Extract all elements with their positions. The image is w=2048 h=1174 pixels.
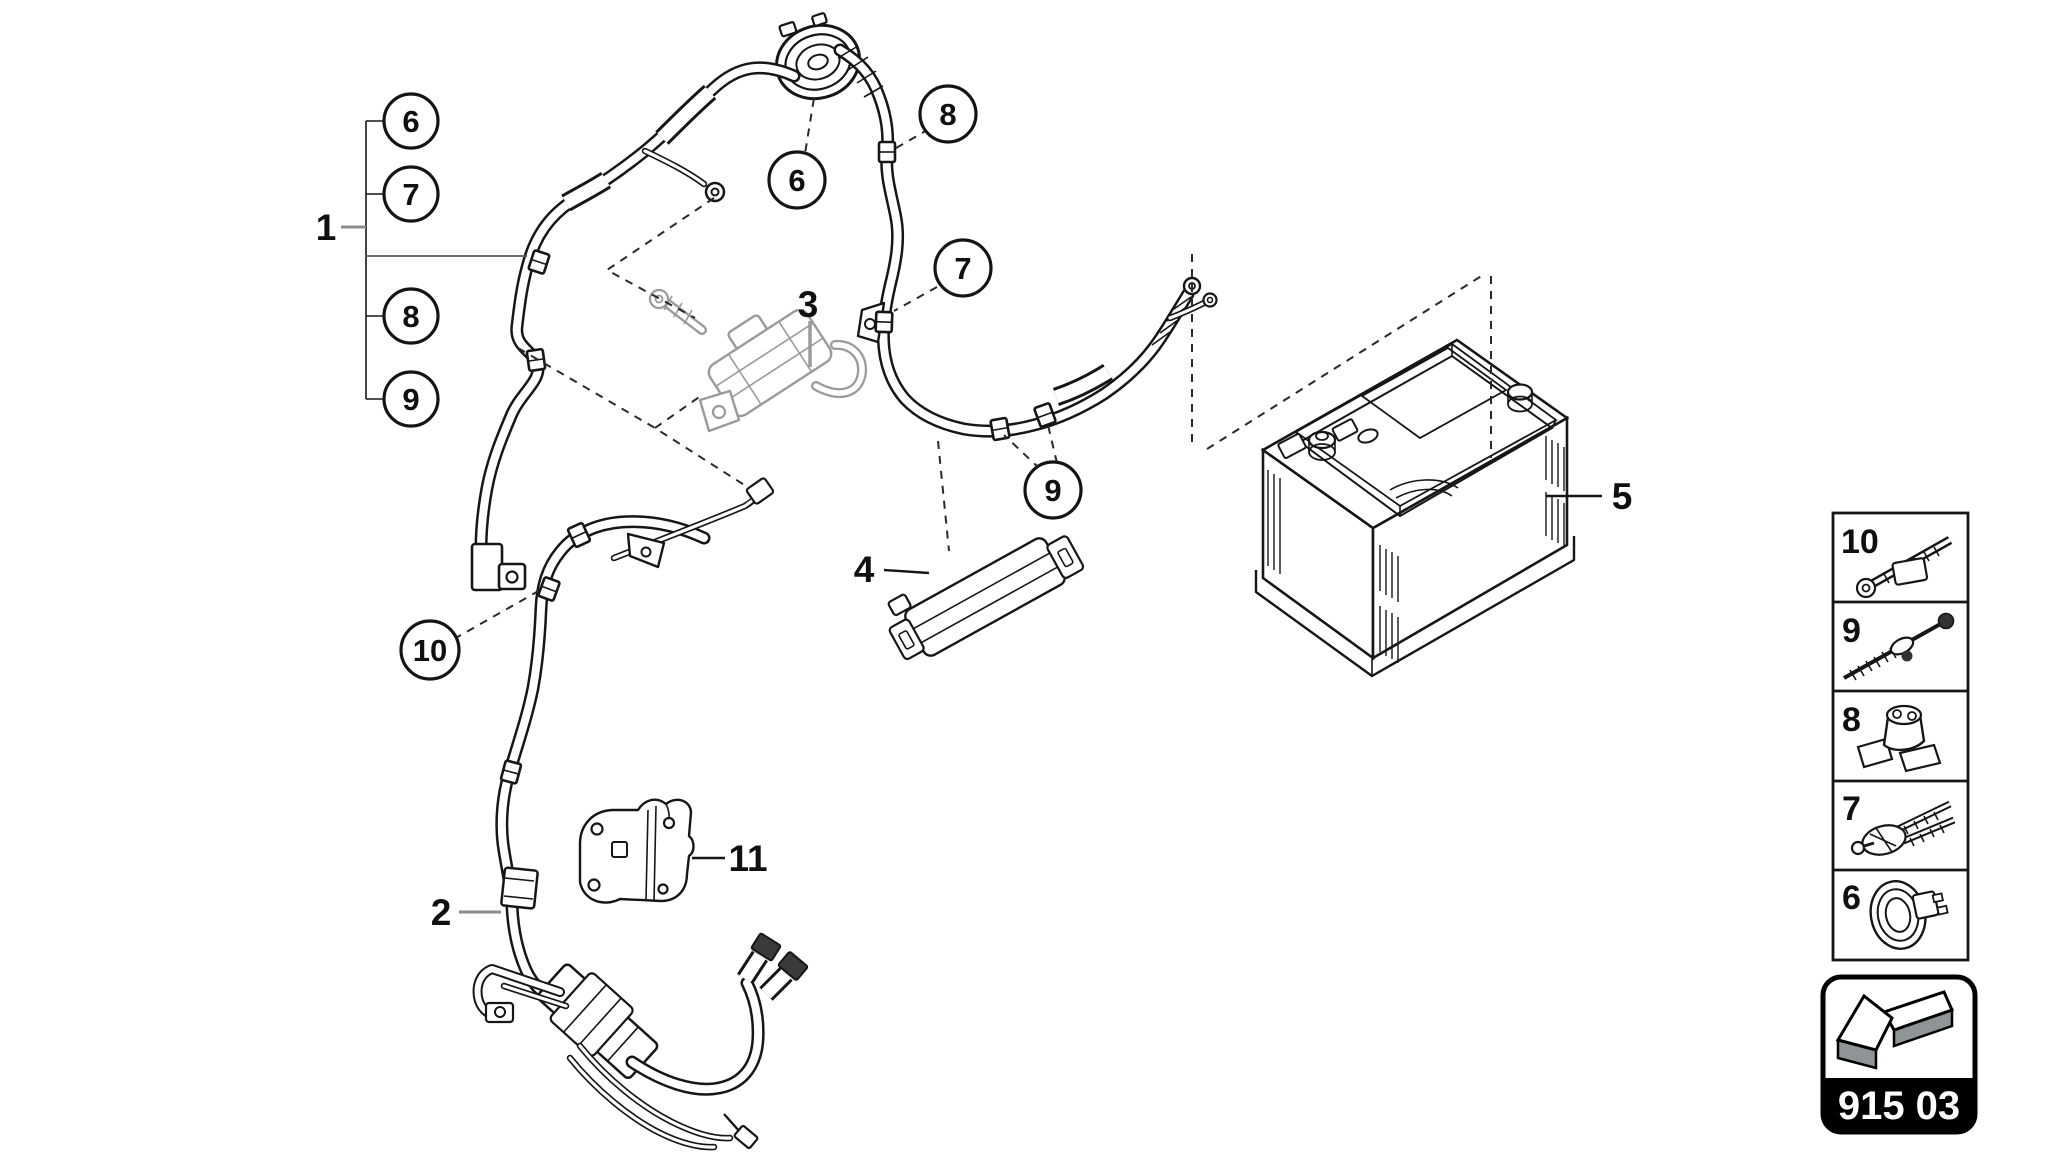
cable-clamp-icon <box>1856 704 1942 773</box>
callout-circle-7[interactable]: 7 <box>933 238 993 298</box>
svg-text:6: 6 <box>402 104 419 139</box>
battery-terminal <box>1506 383 1534 413</box>
legend-row-8[interactable]: 8 <box>1842 701 1942 773</box>
svg-text:6: 6 <box>788 163 805 198</box>
fuse-holder-ghost <box>648 288 867 433</box>
part-label-4[interactable]: 4 <box>854 549 875 590</box>
harness-main-left-branch <box>470 61 801 592</box>
svg-text:9: 9 <box>402 382 419 417</box>
callout-circle-6-left[interactable]: 6 <box>382 92 440 150</box>
svg-text:8: 8 <box>402 299 419 334</box>
callout-circle-6[interactable]: 6 <box>767 150 827 210</box>
direction-arrow-icon <box>1835 990 1955 1070</box>
wiring-harness-drawing <box>453 12 1576 1151</box>
svg-text:6: 6 <box>1842 879 1861 917</box>
svg-text:10: 10 <box>413 633 447 668</box>
callout-group-bracket <box>341 120 527 400</box>
callout-circle-9[interactable]: 9 <box>1023 460 1083 520</box>
ring-terminal <box>470 542 527 592</box>
callout-circle-7-left[interactable]: 7 <box>382 165 440 223</box>
harness-ground-cable <box>472 477 809 1151</box>
svg-text:7: 7 <box>954 251 971 286</box>
svg-text:8: 8 <box>1842 701 1861 739</box>
cable-tie-with-clip-icon <box>1855 536 1953 599</box>
svg-text:7: 7 <box>402 177 419 212</box>
battery-illustration <box>1254 338 1576 678</box>
callout-circle-10[interactable]: 10 <box>399 619 461 681</box>
battery-terminal <box>1307 430 1337 461</box>
harness-lower-cluster <box>472 932 809 1151</box>
grommet-icon <box>1869 880 1949 950</box>
part-label-5[interactable]: 5 <box>1612 476 1633 517</box>
legend-row-7[interactable]: 7 <box>1842 790 1956 859</box>
svg-text:9: 9 <box>1842 612 1861 650</box>
svg-text:10: 10 <box>1841 523 1879 561</box>
svg-text:7: 7 <box>1842 790 1861 828</box>
svg-text:8: 8 <box>939 97 956 132</box>
diagram-code-badge[interactable]: 915 03 <box>1820 974 1978 1135</box>
cable-tie-icon <box>1850 800 1956 856</box>
callout-layer: 1 6 7 8 9 6 8 7 <box>316 84 1633 933</box>
dashed-leader-lines <box>453 97 1492 640</box>
callout-circle-9-left[interactable]: 9 <box>382 370 440 428</box>
part-label-3[interactable]: 3 <box>798 284 819 325</box>
mounting-bracket <box>578 798 695 904</box>
callout-circle-8-left[interactable]: 8 <box>382 287 440 345</box>
legend-panel: 10 9 8 <box>1831 511 1970 962</box>
legend-row-9[interactable]: 9 <box>1842 612 1955 681</box>
part-label-2[interactable]: 2 <box>431 892 452 933</box>
bracket-plate <box>887 535 1085 661</box>
legend-row-6[interactable]: 6 <box>1842 872 1953 954</box>
svg-text:9: 9 <box>1044 473 1061 508</box>
callout-circle-8[interactable]: 8 <box>918 84 978 144</box>
diagram-code: 915 03 <box>1838 1084 1960 1128</box>
part-label-11[interactable]: 11 <box>728 838 767 879</box>
fastening-screw-icon <box>1843 612 1955 681</box>
legend-row-10[interactable]: 10 <box>1841 523 1953 599</box>
part-label-1[interactable]: 1 <box>316 207 337 248</box>
harness-main-right-branch <box>833 43 1218 442</box>
